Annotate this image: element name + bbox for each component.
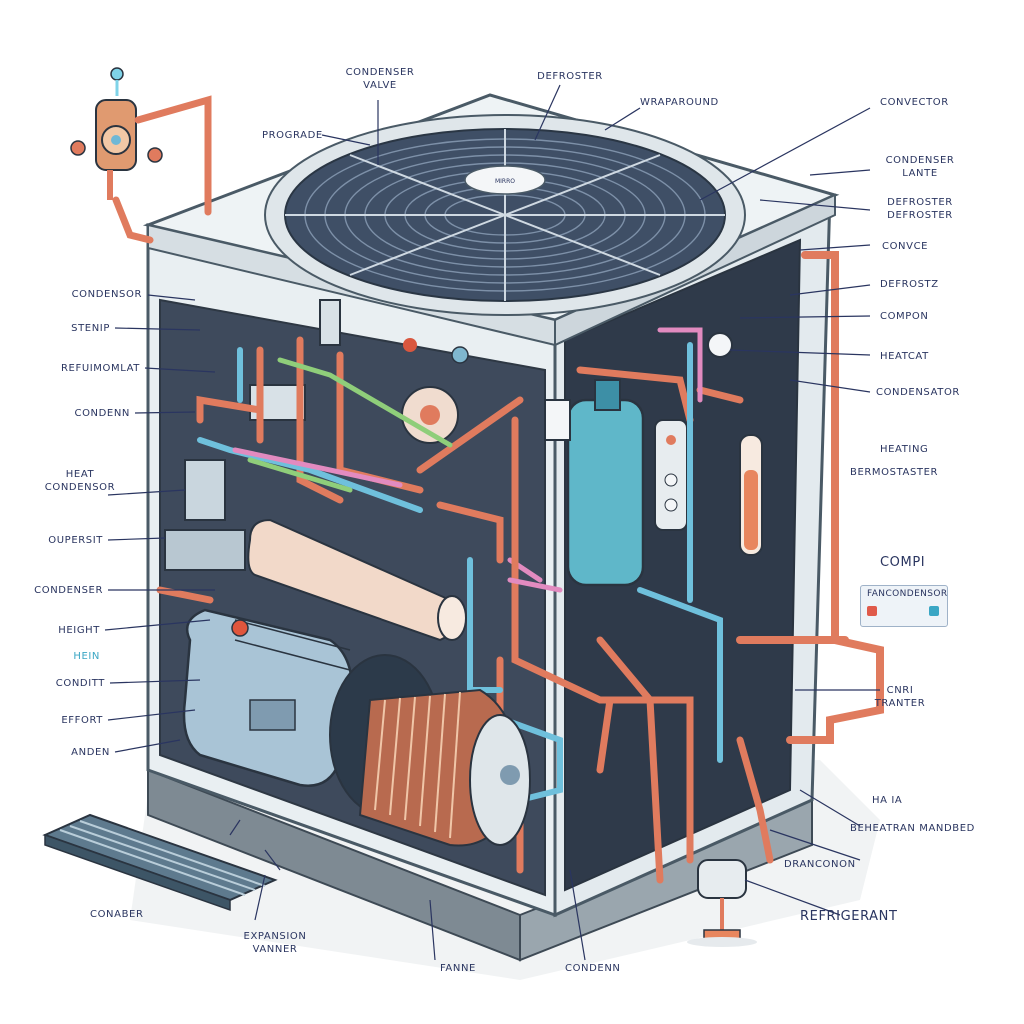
label-left-11: EFFORT	[61, 715, 103, 726]
label-right-6: HEATCAT	[880, 351, 929, 362]
label-bottom-4: CONDENN	[565, 963, 621, 974]
label-refrigerant: REFRIGERANT	[800, 909, 898, 924]
fan-condensor-tag: FANCONDENSOR	[860, 585, 948, 627]
label-right-5: COMPON	[880, 311, 929, 322]
fan-hub	[464, 165, 546, 195]
label-right-bottom-1: BEHEATRAN MANDBED	[850, 823, 975, 834]
label-right-1: CONDENSER LANTE	[885, 155, 955, 179]
label-bottom-2: EXPANSION VANNER	[243, 931, 307, 955]
label-bottom-1: CONABER	[90, 909, 144, 920]
label-left-1: CONDENSOR	[71, 289, 142, 300]
right-interior-components	[507, 327, 774, 884]
label-left-10: CONDITT	[55, 678, 105, 689]
left-interior-components	[156, 299, 563, 874]
label-left-8: HEIGHT	[58, 625, 100, 636]
label-prograde: PROGRADE	[262, 130, 323, 141]
label-condenser-valve: CONDENSER VALVE	[345, 67, 415, 91]
label-left-9: HEIN	[73, 651, 100, 662]
label-bottom-3: FANNE	[440, 963, 476, 974]
label-left-2: STENIP	[71, 323, 110, 334]
tag-blue-icon	[929, 606, 939, 616]
tag-red-icon	[867, 606, 877, 616]
unit-base	[147, 768, 813, 962]
top-left-valve	[70, 67, 212, 244]
label-left-4: CONDENN	[74, 408, 130, 419]
label-convector-top: CONVECTOR	[880, 97, 949, 108]
label-right-bottom-2: DRANCONON	[784, 859, 856, 870]
label-right-2: DEFROSTER DEFROSTER	[887, 197, 953, 221]
label-wraparound: WRAPAROUND	[640, 97, 719, 108]
label-right-7: CONDENSATOR	[876, 387, 960, 398]
label-heat-condensor: HEAT CONDENSOR	[44, 469, 116, 493]
label-right-9: BERMOSTASTER	[850, 467, 939, 478]
external-pipe-right	[736, 251, 884, 744]
fan-grille	[264, 114, 746, 316]
fan-hub-label: MIRRO	[495, 178, 515, 185]
label-right-3: CONVCE	[882, 241, 929, 252]
label-cnri-tranter: CNRI TRANTER	[874, 685, 926, 709]
label-defroster-top: DEFROSTER	[537, 71, 603, 82]
label-left-12: ANDEN	[71, 747, 110, 758]
label-ha-ia: HA IA	[872, 795, 903, 806]
fan-condensor-tag-label: FANCONDENSOR	[867, 589, 948, 599]
leader-lines	[104, 84, 880, 961]
label-left-3: REFUIMOMLAT	[61, 363, 140, 374]
label-left-7: CONDENSER	[34, 585, 103, 596]
label-right-4: DEFROSTZ	[880, 279, 939, 290]
refrigerant-bulb	[687, 859, 757, 947]
label-compi: COMPI	[880, 555, 926, 570]
label-left-6: OUPERSIT	[48, 535, 103, 546]
filter-panel	[42, 813, 278, 912]
label-right-8: HEATING	[880, 444, 929, 455]
